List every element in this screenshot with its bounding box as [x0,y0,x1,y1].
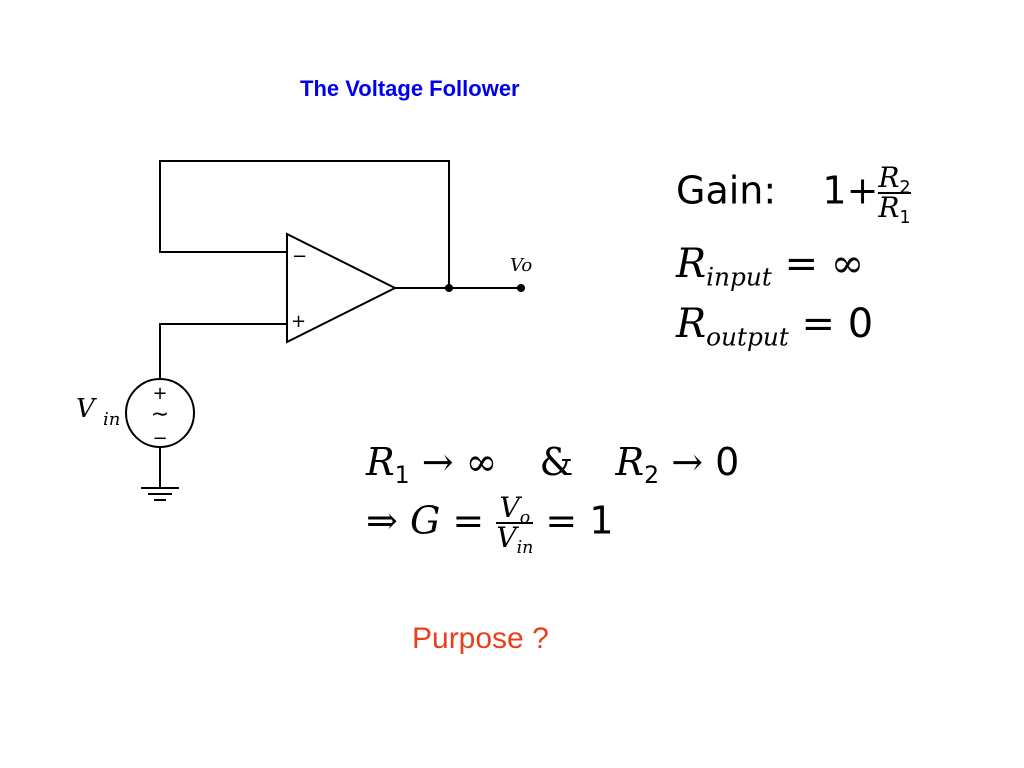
lim-r1-main: R [366,440,395,484]
op-amp [286,232,398,344]
g-fraction: Vo Vin [496,491,534,557]
source-tilde: ∼ [151,402,169,427]
lim-r1-sub: 1 [394,461,410,490]
rout-value: 0 [847,301,874,347]
rin-main: R [676,241,707,287]
source-minus-sign: − [152,428,167,449]
g-equals-1: = [452,498,485,543]
gain-label: Gain: [676,168,777,213]
gain-num-main: R [878,161,900,194]
g-symbol: G [409,498,441,543]
page-title: The Voltage Follower [300,76,520,101]
limit-condition: R1 → ∞ & R2 → 0 [366,440,740,487]
rin-sub: input [706,262,772,292]
g-equals-2: = [545,498,578,543]
rout-sub: output [706,322,789,352]
gain-num-sub: 2 [899,178,911,199]
rin-equals: = [784,241,819,287]
input-label-main: V [76,394,97,424]
g-den-main: V [496,521,517,554]
lim-r2-main: R [615,440,645,484]
lim-zero: 0 [715,440,740,484]
g-num-main: V [499,491,520,524]
rout-main: R [676,301,707,347]
purpose-question: Purpose ? [412,622,549,655]
lim-arrow-1: → [421,440,454,484]
lim-infinity: ∞ [465,440,498,484]
junction-dot [445,284,453,292]
gain-den-main: R [878,191,900,224]
g-one: 1 [589,498,614,543]
lim-arrow-2: → [671,440,704,484]
lim-r2-sub: 2 [644,461,660,490]
output-label: Vo [510,255,532,276]
input-wire [159,323,287,380]
rin-value: ∞ [830,241,865,287]
g-den-sub: in [516,538,534,559]
rout-equals: = [801,301,836,347]
feedback-wire [159,160,450,288]
output-terminal-dot [517,284,525,292]
g-num-sub: o [519,508,531,529]
gain-fraction: R2 R1 [878,161,911,227]
gain-result-equation: ⇒ G = Vo Vin = 1 [366,491,614,557]
input-label-sub: in [103,409,120,430]
op-amp-plus-sign: + [291,311,306,332]
gain-plus: + [846,168,879,213]
input-resistance-equation: Rinput = ∞ [676,241,865,290]
lim-ampersand: & [539,440,574,484]
input-label: V in [76,394,120,430]
implies-symbol: ⇒ [366,498,398,543]
gain-one: 1 [822,168,847,213]
source-plus-sign: + [152,383,167,404]
gain-den-sub: 1 [899,208,911,229]
op-amp-minus-sign: − [292,246,307,267]
output-resistance-equation: Routput = 0 [676,301,874,350]
gain-equation: Gain: 1+ R2 R1 [676,161,911,227]
